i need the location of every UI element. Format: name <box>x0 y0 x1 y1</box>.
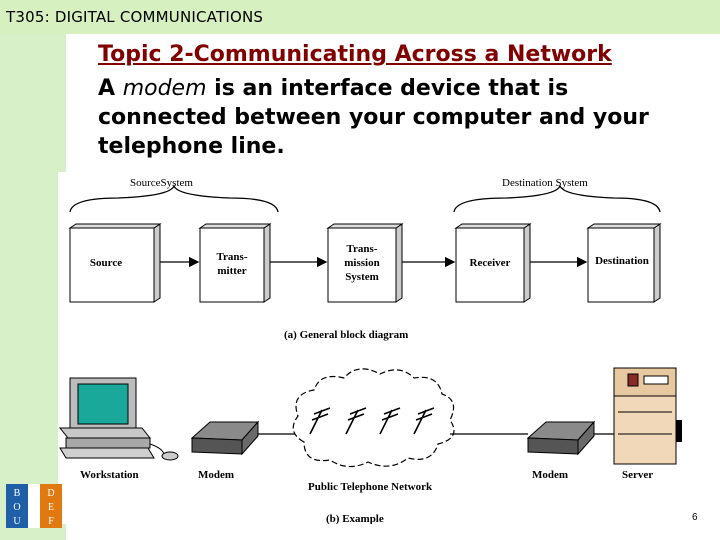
block-destination: Destination <box>586 223 662 303</box>
body-italic-term: modem <box>122 76 207 101</box>
page-number: 6 <box>692 512 698 523</box>
server-label: Server <box>622 469 653 481</box>
caption-a: (a) General block diagram <box>284 329 408 341</box>
block-source-label: Source <box>90 257 122 269</box>
right-modem-label: Modem <box>532 469 568 481</box>
logo-left-letter-3: U <box>13 516 21 527</box>
source-system-label: SourceSystem <box>130 177 193 189</box>
block-destination-label: Destination <box>595 255 649 267</box>
block-transmission-system: Trans- mission System <box>326 223 404 303</box>
slide-body-text: A modem is an interface device that is c… <box>98 74 698 161</box>
logo-right-letter-1: D <box>47 488 54 499</box>
destination-brace <box>453 184 661 213</box>
logo-left-letter-1: B <box>14 488 21 499</box>
block-transmission-line1: Trans- <box>347 243 378 255</box>
block-transmitter: Trans- mitter <box>198 223 272 303</box>
workstation-illustration <box>58 377 179 461</box>
workstation-label: Workstation <box>80 469 139 481</box>
block-receiver: Receiver <box>454 223 532 303</box>
network-poles <box>309 407 435 435</box>
block-transmitter-line1: Trans- <box>217 251 248 263</box>
block-transmission-line2: mission <box>344 257 379 269</box>
block-receiver-label: Receiver <box>470 257 511 269</box>
logo-left-letter-2: O <box>13 502 20 513</box>
logo-right-letter-3: F <box>48 516 54 527</box>
block-transmission-line3: System <box>345 271 379 283</box>
destination-system-label: Destination System <box>502 177 588 189</box>
course-title: T305: DIGITAL COMMUNICATIONS <box>6 8 264 26</box>
communication-diagram: SourceSystem Destination System Source T… <box>58 172 684 524</box>
body-suffix: is an interface device that is connected… <box>98 76 649 159</box>
source-brace <box>69 184 279 213</box>
header-bar <box>0 0 720 34</box>
caption-b: (b) Example <box>326 513 384 524</box>
logo-right-letter-2: E <box>48 502 54 513</box>
left-modem-illustration <box>190 420 260 456</box>
network-label: Public Telephone Network <box>308 481 433 493</box>
bou-def-logo: B O U D E F <box>6 484 62 528</box>
server-illustration <box>613 367 682 465</box>
slide-title: Topic 2-Communicating Across a Network <box>98 42 612 67</box>
body-prefix: A <box>98 76 123 101</box>
left-modem-label: Modem <box>198 469 234 481</box>
block-source: Source <box>68 223 162 303</box>
right-modem-illustration <box>526 420 596 456</box>
left-strip <box>0 34 66 540</box>
telephone-network-cloud <box>292 368 455 468</box>
block-transmitter-line2: mitter <box>217 265 246 277</box>
